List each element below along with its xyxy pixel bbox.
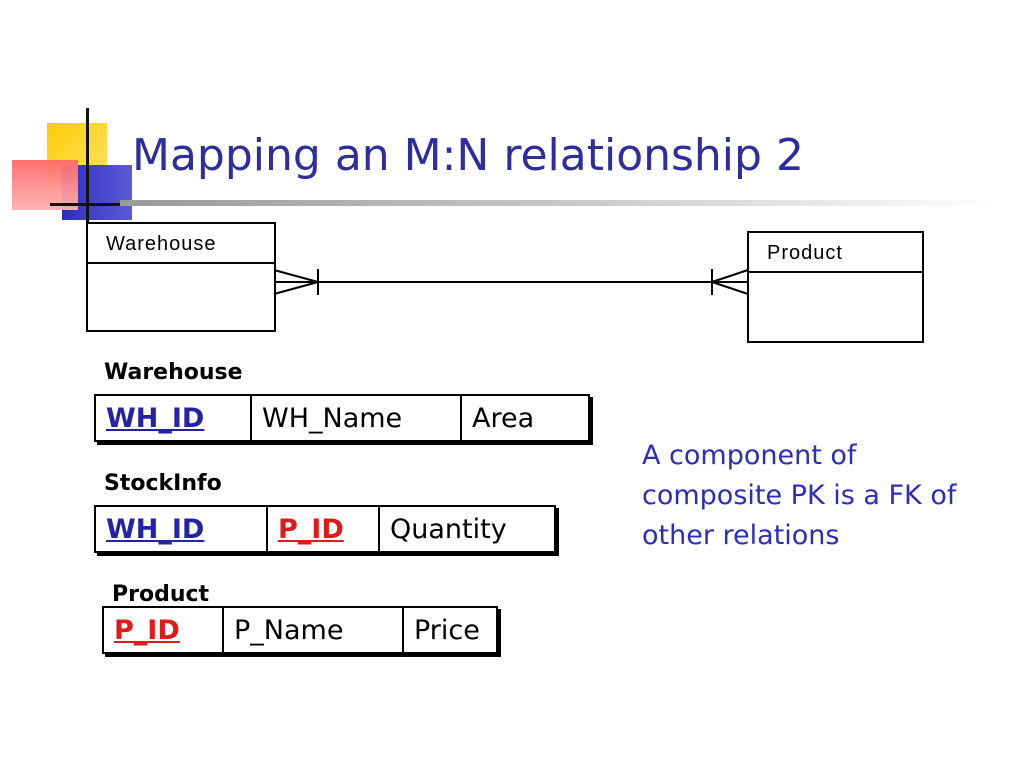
column-wh-name: WH_Name [250,394,462,442]
title-underline [120,200,1000,206]
table-row: WH_ID WH_Name Area [94,394,590,442]
entity-warehouse: Warehouse [86,222,276,332]
column-price: Price [402,606,498,654]
column-wh-id: WH_ID [94,505,268,553]
column-wh-id: WH_ID [94,394,252,442]
note-text: A component of composite PK is a FK of o… [642,440,957,551]
decor-vertical-line [86,108,89,230]
table-name-warehouse: Warehouse [104,360,243,385]
table-warehouse: WH_ID WH_Name Area [94,394,590,442]
table-row: WH_ID P_ID Quantity [94,505,556,553]
entity-product-divider [749,271,922,273]
entity-product: Product [747,231,924,343]
column-p-name: P_Name [222,606,404,654]
column-quantity: Quantity [378,505,556,553]
table-row: P_ID P_Name Price [102,606,498,654]
entity-warehouse-name: Warehouse [106,233,217,255]
entity-product-name: Product [767,242,843,264]
right-crowfoot-lower [711,281,749,295]
table-product: P_ID P_Name Price [102,606,498,654]
left-crowfoot-upper [273,269,319,283]
right-crowfoot-upper [711,269,749,283]
table-name-product: Product [112,582,210,607]
table-name-stockinfo: StockInfo [104,471,222,496]
decor-horizontal-line [50,203,130,206]
column-p-id: P_ID [102,606,224,654]
table-stockinfo: WH_ID P_ID Quantity [94,505,556,553]
slide-title: Mapping an M:N relationship 2 [132,130,804,181]
entity-warehouse-divider [88,262,274,264]
decor-red-square [12,160,78,210]
left-crowfoot-lower [273,281,319,295]
column-area: Area [460,394,590,442]
column-p-id: P_ID [266,505,380,553]
